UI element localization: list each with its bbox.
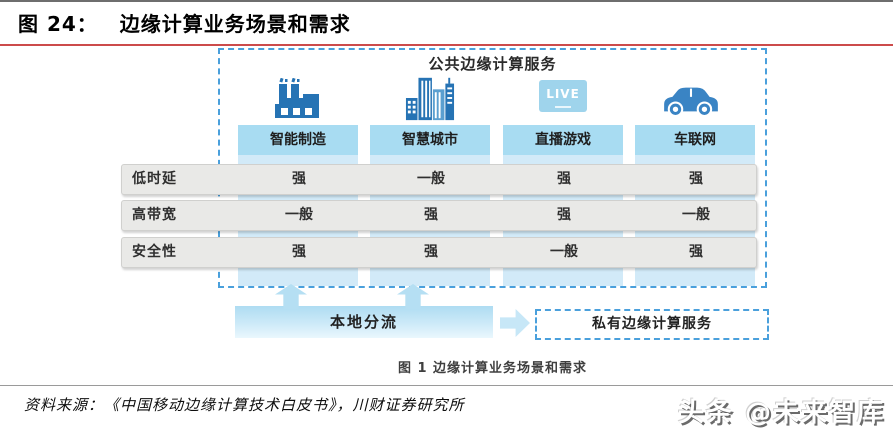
column-header-smart-city: 智慧城市	[370, 125, 490, 155]
city-icon	[405, 74, 455, 126]
top-divider	[0, 0, 893, 2]
factory-icon	[272, 77, 322, 124]
title-underline-rule	[0, 44, 893, 46]
live-badge: LIVE	[539, 80, 587, 112]
column-header-smart-manufacturing: 智能制造	[238, 125, 358, 155]
requirement-row-security: 安全性 强 强 一般 强	[121, 237, 757, 268]
cell-security-live-gaming: 一般	[550, 244, 578, 260]
right-arrow-icon	[500, 309, 530, 337]
figure-caption: 图 1 边缘计算业务场景和需求	[397, 361, 588, 376]
cell-latency-smart-manufacturing: 强	[292, 171, 306, 187]
cell-bandwidth-live-gaming: 强	[557, 207, 571, 223]
source-note: 资料来源：《中国移动边缘计算技术白皮书》，川财证券研究所	[24, 396, 465, 414]
cell-security-iov: 强	[689, 244, 703, 260]
local-offload-box: 本地分流	[235, 306, 493, 338]
cell-security-smart-city: 强	[424, 244, 438, 260]
cell-bandwidth-smart-manufacturing: 一般	[285, 207, 313, 223]
cell-security-smart-manufacturing: 强	[292, 244, 306, 260]
public-edge-service-title: 公共边缘计算服务	[428, 55, 557, 73]
figure-title-text: 边缘计算业务场景和需求	[119, 12, 351, 36]
requirement-row-bandwidth: 高带宽 一般 强 强 一般	[121, 200, 757, 231]
private-edge-service-box: 私有边缘计算服务	[535, 309, 769, 340]
cell-latency-iov: 强	[689, 171, 703, 187]
row-label-bandwidth: 高带宽	[132, 207, 177, 223]
figure-title: 图 24： 边缘计算业务场景和需求	[18, 8, 351, 37]
row-label-latency: 低时延	[132, 171, 177, 187]
figure-title-number: 图 24：	[18, 12, 98, 36]
row-label-security: 安全性	[132, 244, 177, 260]
cell-latency-smart-city: 一般	[417, 171, 445, 187]
car-icon	[660, 84, 722, 122]
live-tv-icon: LIVE	[539, 80, 587, 118]
column-header-live-gaming: 直播游戏	[503, 125, 623, 155]
footer-divider	[0, 385, 893, 386]
cell-latency-live-gaming: 强	[557, 171, 571, 187]
column-header-iov: 车联网	[635, 125, 755, 155]
watermark: 头条 @未来智库	[677, 398, 885, 428]
cell-bandwidth-iov: 一般	[682, 207, 710, 223]
requirement-row-latency: 低时延 强 一般 强 强	[121, 164, 757, 195]
cell-bandwidth-smart-city: 强	[424, 207, 438, 223]
